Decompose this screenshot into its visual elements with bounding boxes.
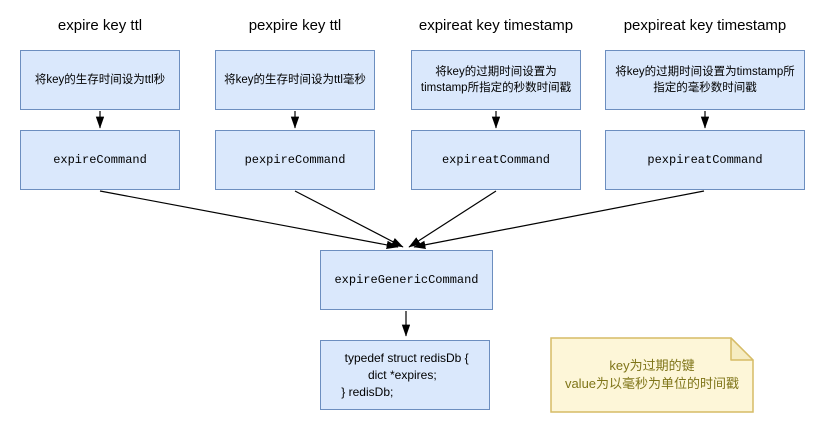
redisdb-struct-box: typedef struct redisDb { dict *expires; … xyxy=(320,340,490,410)
column-title-pexpireat: pexpireat key timestamp xyxy=(623,17,787,34)
note-folded-corner xyxy=(730,337,754,361)
description-box-expire: 将key的生存时间设为ttl秒 xyxy=(20,50,180,110)
column-title-pexpire: pexpire key ttl xyxy=(248,17,342,34)
command-box-expire: expireCommand xyxy=(20,130,180,190)
column-title-expire: expire key ttl xyxy=(57,17,143,34)
note-text: key为过期的键 value为以毫秒为单位的时间戳 xyxy=(564,358,740,391)
arrow-expire-to-generic xyxy=(99,190,399,250)
arrow-pexpire-to-generic xyxy=(294,190,404,248)
description-box-expireat: 将key的过期时间设置为 timstamp所指定的秒数时间戳 xyxy=(411,50,581,110)
generic-command-box: expireGenericCommand xyxy=(320,250,493,310)
description-box-pexpire: 将key的生存时间设为ttl毫秒 xyxy=(215,50,375,110)
note-body-shape xyxy=(550,337,754,413)
sticky-note-shape xyxy=(550,337,754,413)
column-title-expireat: expireat key timestamp xyxy=(418,17,574,34)
command-box-pexpireat: pexpireatCommand xyxy=(605,130,805,190)
command-box-pexpire: pexpireCommand xyxy=(215,130,375,190)
description-box-pexpireat: 将key的过期时间设置为timstamp所 指定的毫秒数时间戳 xyxy=(605,50,805,110)
arrow-expireat-to-generic xyxy=(408,190,497,248)
arrow-pexpireat-to-generic xyxy=(413,190,705,249)
command-box-expireat: expireatCommand xyxy=(411,130,581,190)
sticky-note: key为过期的键 value为以毫秒为单位的时间戳 xyxy=(550,337,754,413)
